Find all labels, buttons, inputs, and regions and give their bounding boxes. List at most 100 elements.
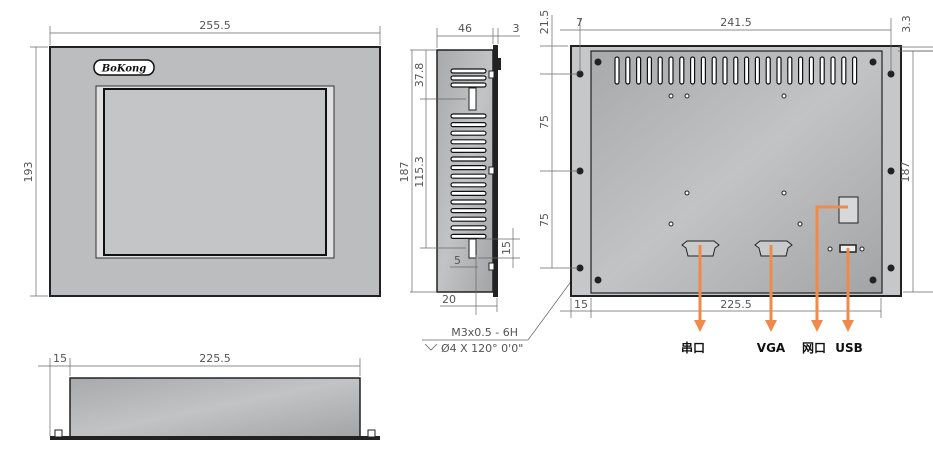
small-hole-icon	[859, 246, 865, 252]
vent-slot	[450, 208, 487, 214]
screw-hole-icon	[594, 276, 602, 284]
ethernet-arrow	[811, 205, 848, 332]
vga-port	[754, 240, 793, 257]
bottom-width-dim: 225.5	[199, 352, 231, 365]
screw-hole-icon	[576, 70, 584, 78]
side-body	[436, 49, 494, 293]
vent-slot	[614, 56, 620, 85]
thread-spec: M3x0.5 - 6H	[451, 326, 518, 339]
vent-slot	[765, 56, 771, 85]
vent-slot	[450, 216, 487, 222]
logo-badge	[93, 59, 155, 76]
side-depth-dim: 46	[458, 22, 472, 35]
vent-slot	[787, 56, 793, 85]
vga-port-label: VGA	[757, 341, 786, 355]
vent-slot	[657, 56, 663, 85]
rear-left-offset-dim: 7	[576, 16, 583, 29]
vent-slot	[450, 199, 487, 205]
screen	[103, 88, 327, 256]
ethernet-port-label: 网口	[802, 341, 826, 355]
thread-note: M3x0.5 - 6H Ø4 X 120° 0'0"	[422, 271, 579, 355]
vent-slot	[450, 82, 487, 88]
vent-slot	[450, 165, 487, 171]
side-height-dim: 187	[398, 162, 411, 183]
vent-slot	[450, 182, 487, 188]
screw-hole-icon	[887, 264, 895, 272]
screw-holes	[576, 58, 895, 284]
rear-vent-slots	[614, 56, 858, 85]
side-vent-slots	[450, 68, 487, 239]
countersink-spec: Ø4 X 120° 0'0"	[441, 342, 523, 355]
small-hole-icon	[781, 190, 787, 196]
screw-hole-icon	[869, 276, 877, 284]
rear-spacing-dim-1: 75	[538, 115, 551, 129]
usb-port-label: USB	[835, 341, 863, 355]
brand-logo: BoKong	[101, 64, 147, 75]
vent-slot	[450, 75, 487, 81]
vent-slot	[819, 56, 825, 85]
small-hole-icon	[827, 246, 833, 252]
rear-right-offset-dim: 3.3	[900, 15, 913, 33]
side-front-plate	[493, 45, 498, 297]
bottom-offset-dim: 15	[53, 352, 67, 365]
vent-slot	[450, 233, 487, 239]
vent-slot	[689, 56, 696, 85]
bottom-plate	[50, 436, 380, 440]
rear-view: 241.5 7 3.3 21.5 75 75 187 15 225.5	[538, 10, 933, 318]
screw-hole-icon	[576, 264, 584, 272]
rear-bottom-offset-dim: 15	[574, 298, 588, 311]
bottom-view: 15 225.5	[38, 352, 380, 440]
vent-slot	[841, 56, 847, 85]
bottom-body	[69, 377, 361, 438]
front-height-dim: 193	[22, 162, 35, 183]
vent-slot	[450, 156, 487, 162]
side-bottom-dim: 20	[442, 293, 456, 306]
small-hole-icon	[781, 93, 787, 99]
side-small-dim: 5	[454, 254, 461, 267]
rear-plate	[590, 50, 883, 294]
bottom-tab-right	[367, 429, 376, 438]
screw-hole-icon	[594, 58, 602, 66]
side-slot-dim: 15	[500, 241, 513, 255]
vent-slot	[733, 56, 739, 85]
vent-slot	[646, 56, 653, 85]
ethernet-port	[838, 196, 859, 224]
vent-slot	[797, 56, 804, 85]
rear-height-dim: 187	[899, 162, 912, 183]
small-hole-icon	[668, 93, 674, 99]
vent-slot	[711, 56, 717, 85]
small-hole-icon	[684, 190, 690, 196]
serial-port-label: 串口	[681, 340, 705, 355]
vent-slot	[450, 147, 487, 153]
vent-slot	[450, 121, 487, 128]
vent-slot	[679, 56, 685, 85]
vent-slot	[743, 56, 750, 85]
vent-slot	[450, 190, 487, 196]
small-hole-icon	[668, 221, 674, 227]
screw-hole-icon	[887, 167, 895, 175]
rear-spacing-dim-2: 75	[538, 213, 551, 227]
rear-top-offset-dim: 21.5	[538, 10, 551, 35]
small-hole-icon	[684, 93, 690, 99]
side-upper-dim: 37.8	[413, 63, 426, 88]
vent-slot	[450, 173, 487, 179]
vent-slot	[450, 113, 487, 119]
front-view: BoKong 255.5 193	[22, 19, 381, 297]
rear-width-dim: 241.5	[720, 16, 752, 29]
vent-slot	[830, 56, 836, 85]
small-hole-icon	[797, 221, 803, 227]
vent-slot	[450, 130, 487, 136]
vent-slot	[668, 56, 674, 85]
vent-slot	[450, 68, 487, 74]
screw-hole-icon	[576, 167, 584, 175]
side-plate-dim: 3	[513, 22, 520, 35]
port-callouts: 串口 VGA 网口 USB	[681, 205, 863, 355]
vent-slot	[776, 56, 782, 85]
vent-slot	[450, 225, 487, 231]
rear-bottom-width-dim: 225.5	[720, 298, 752, 311]
screw-hole-icon	[887, 70, 895, 78]
bottom-tab-left	[54, 429, 63, 438]
vent-slot	[450, 139, 487, 145]
screw-hole-icon	[869, 58, 877, 66]
